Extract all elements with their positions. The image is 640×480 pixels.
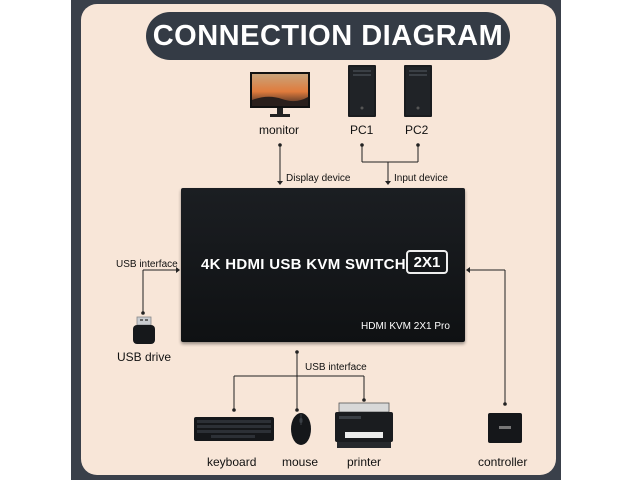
controller-icon <box>488 413 522 443</box>
switch-model: HDMI KVM 2X1 Pro <box>361 321 450 332</box>
mouse-icon <box>291 413 311 445</box>
monitor-label: monitor <box>259 123 300 137</box>
pc1-tower-icon <box>348 65 376 117</box>
input-device-label: Input device <box>394 173 448 184</box>
pc1-label: PC1 <box>350 123 374 137</box>
kvm-switch: 4K HDMI USB KVM SWITCH 2X1 HDMI KVM 2X1 … <box>181 188 465 342</box>
usb-drive-icon <box>133 316 155 344</box>
controller-label: controller <box>478 455 528 469</box>
switch-badge: 2X1 <box>406 250 448 274</box>
display-device-label: Display device <box>286 173 351 184</box>
keyboard-icon <box>194 417 274 441</box>
mouse-label: mouse <box>282 455 319 469</box>
pc2-label: PC2 <box>405 123 429 137</box>
monitor-icon <box>250 72 310 117</box>
diagram-title: CONNECTION DIAGRAM <box>146 12 510 60</box>
pc2-tower-icon <box>404 65 432 117</box>
printer-icon <box>335 402 393 448</box>
printer-label: printer <box>347 455 382 469</box>
usb-interface-left-label: USB interface <box>116 259 178 270</box>
usb-drive-label: USB drive <box>117 350 172 364</box>
usb-interface-bottom-label: USB interface <box>305 362 367 373</box>
keyboard-label: keyboard <box>207 455 257 469</box>
switch-name: 4K HDMI USB KVM SWITCH <box>201 256 406 273</box>
